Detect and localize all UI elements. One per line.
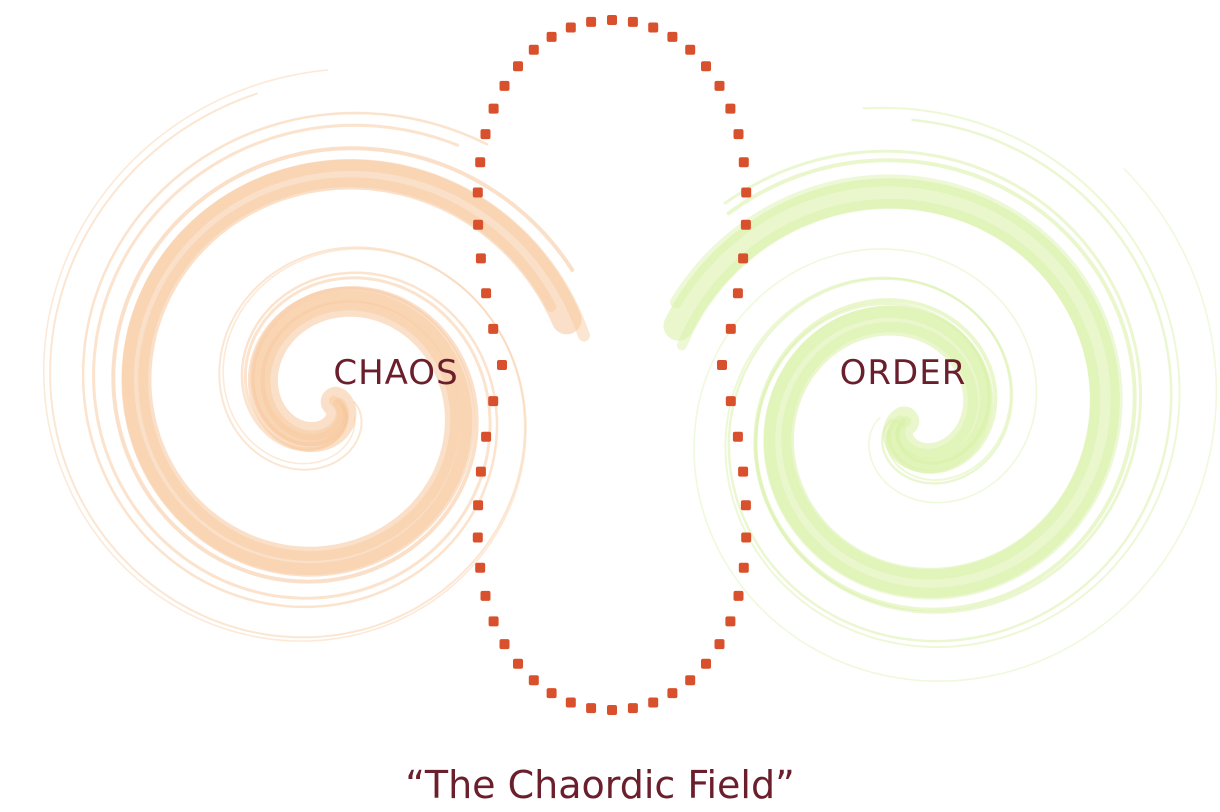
boundary-dot (734, 129, 744, 139)
boundary-dot (481, 591, 491, 601)
boundary-dot (473, 188, 483, 198)
boundary-dot (741, 500, 751, 510)
boundary-dot (685, 675, 695, 685)
boundary-dot (739, 563, 749, 573)
boundary-dot (725, 104, 735, 114)
boundary-dot (513, 61, 523, 71)
boundary-dot (739, 157, 749, 167)
boundary-dot (726, 396, 736, 406)
boundary-dot (481, 432, 491, 442)
boundary-dot (481, 129, 491, 139)
boundary-dot (607, 15, 617, 25)
boundary-dot (725, 616, 735, 626)
boundary-dot (566, 698, 576, 708)
boundary-dot (648, 698, 658, 708)
boundary-dot (741, 220, 751, 230)
boundary-dot (500, 639, 510, 649)
boundary-dot (701, 61, 711, 71)
boundary-dot (715, 81, 725, 91)
boundary-dot (734, 591, 744, 601)
boundary-dot (529, 675, 539, 685)
boundary-dot (586, 703, 596, 713)
boundary-dot (715, 639, 725, 649)
boundary-dot (473, 500, 483, 510)
boundary-dot (628, 17, 638, 27)
boundary-dot (497, 360, 507, 370)
boundary-dot (685, 45, 695, 55)
boundary-dot (733, 432, 743, 442)
boundary-dot (489, 104, 499, 114)
boundary-dot (475, 157, 485, 167)
boundary-dot (529, 45, 539, 55)
boundary-dot (476, 467, 486, 477)
boundary-dot (488, 396, 498, 406)
boundary-dot (473, 220, 483, 230)
boundary-dot (475, 563, 485, 573)
boundary-dot (489, 616, 499, 626)
boundary-dot (586, 17, 596, 27)
boundary-dot (473, 533, 483, 543)
boundary-dot (513, 659, 523, 669)
boundary-dot (741, 188, 751, 198)
boundary-dot (547, 688, 557, 698)
chaos-spiral (44, 70, 584, 641)
diagram-caption: “The Chaordic Field” (405, 763, 795, 807)
boundary-dot (500, 81, 510, 91)
boundary-dot (733, 288, 743, 298)
boundary-dot (476, 253, 486, 263)
boundary-dot (667, 32, 677, 42)
boundary-dot (648, 23, 658, 33)
order-label: ORDER (840, 353, 967, 393)
boundary-dot (701, 659, 711, 669)
boundary-dot (667, 688, 677, 698)
boundary-dot (566, 23, 576, 33)
boundary-dot (726, 324, 736, 334)
boundary-dot (547, 32, 557, 42)
boundary-dot (481, 288, 491, 298)
chaos-label: CHAOS (333, 353, 458, 393)
order-spiral (676, 108, 1216, 681)
boundary-dot (488, 324, 498, 334)
boundary-dot (741, 533, 751, 543)
boundary-dot (607, 705, 617, 715)
boundary-dot (717, 360, 727, 370)
boundary-dot (738, 253, 748, 263)
boundary-dot (738, 467, 748, 477)
boundary-dot (628, 703, 638, 713)
